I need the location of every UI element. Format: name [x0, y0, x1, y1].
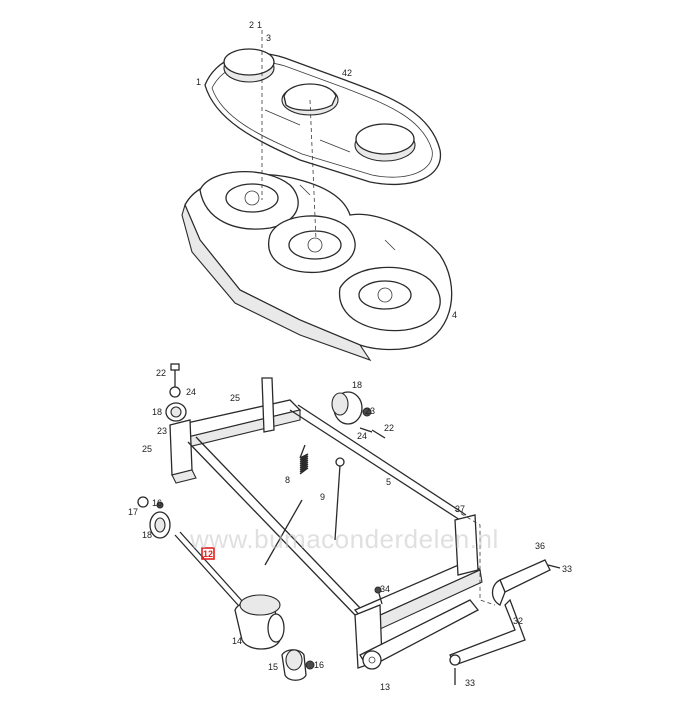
callout-16-lower: 16	[314, 660, 324, 670]
callout-23-left: 23	[157, 426, 167, 436]
callout-9: 9	[320, 492, 325, 502]
highlight-box	[201, 547, 215, 560]
callout-2: 2	[249, 20, 254, 30]
callout-1: 1	[196, 77, 201, 87]
callout-37: 37	[455, 504, 465, 514]
callout-18-left: 18	[152, 407, 162, 417]
axle-rod	[174, 531, 244, 606]
callout-36: 36	[535, 541, 545, 551]
watermark-text: www.bumaconderdelen.nl	[189, 524, 499, 554]
mower-deck-housing	[181, 170, 453, 362]
bolt-34	[374, 586, 383, 605]
callout-24-right: 24	[357, 431, 367, 441]
right-lift-arm	[449, 559, 561, 685]
callout-25-lower: 25	[142, 444, 152, 454]
link-rod	[334, 457, 345, 541]
deck-cover	[204, 48, 442, 186]
callout-3: 3	[266, 33, 271, 43]
left-roller	[137, 496, 171, 539]
callout-24-left: 24	[186, 387, 196, 397]
left-roller-hardware	[165, 363, 187, 422]
callout-33-right: 33	[562, 564, 572, 574]
callout-4: 4	[452, 310, 457, 320]
callout-42: 42	[342, 68, 352, 78]
callout-12-highlighted: 12	[203, 549, 213, 559]
upper-right-roller	[331, 391, 386, 439]
callout-1-top: 1	[257, 20, 262, 30]
callout-33-lower: 33	[465, 678, 475, 688]
tension-spring	[264, 444, 309, 566]
callout-22-right: 22	[384, 423, 394, 433]
callout-34: 34	[380, 584, 390, 594]
callout-13: 13	[380, 682, 390, 692]
frame-assembly	[169, 377, 483, 670]
callout-15: 15	[268, 662, 278, 672]
callout-8: 8	[285, 475, 290, 485]
callout-23-right: 23	[365, 406, 375, 416]
callout-16-left: 16	[152, 498, 162, 508]
callout-5: 5	[386, 477, 391, 487]
callout-18-right: 18	[352, 380, 362, 390]
callout-14: 14	[232, 636, 242, 646]
callout-32: 32	[513, 616, 523, 626]
callout-22-left: 22	[156, 368, 166, 378]
bottom-rollers	[234, 594, 315, 681]
callout-25-upper: 25	[230, 393, 240, 403]
callout-18-lower: 18	[142, 530, 152, 540]
callout-17: 17	[128, 507, 138, 517]
